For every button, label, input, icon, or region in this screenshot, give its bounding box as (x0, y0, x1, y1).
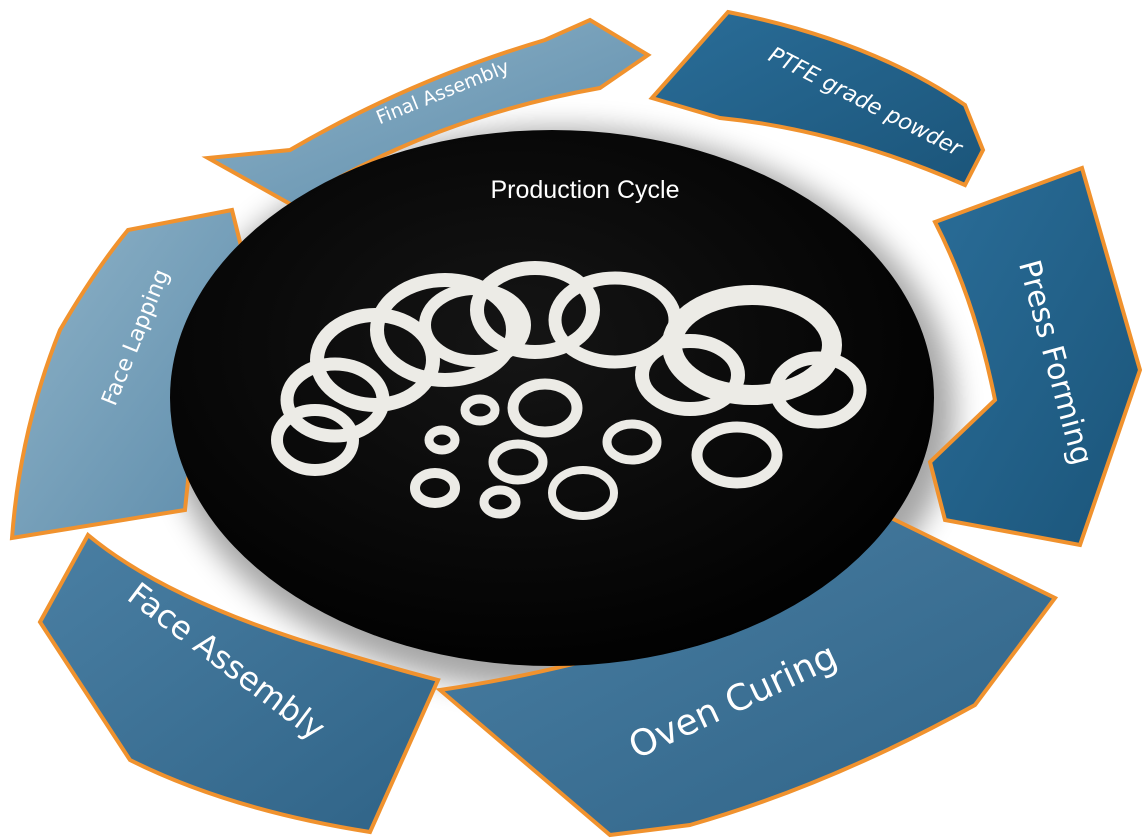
arrow-press-forming (927, 165, 1143, 548)
arrow-final-assembly (201, 17, 652, 208)
arrow-ptfe-grade-powder (648, 9, 986, 188)
arrow-face-assembly (37, 531, 441, 835)
center-ellipse (170, 130, 934, 666)
center-title: Production Cycle (491, 176, 680, 204)
ptfe-rings-image (271, 261, 867, 520)
